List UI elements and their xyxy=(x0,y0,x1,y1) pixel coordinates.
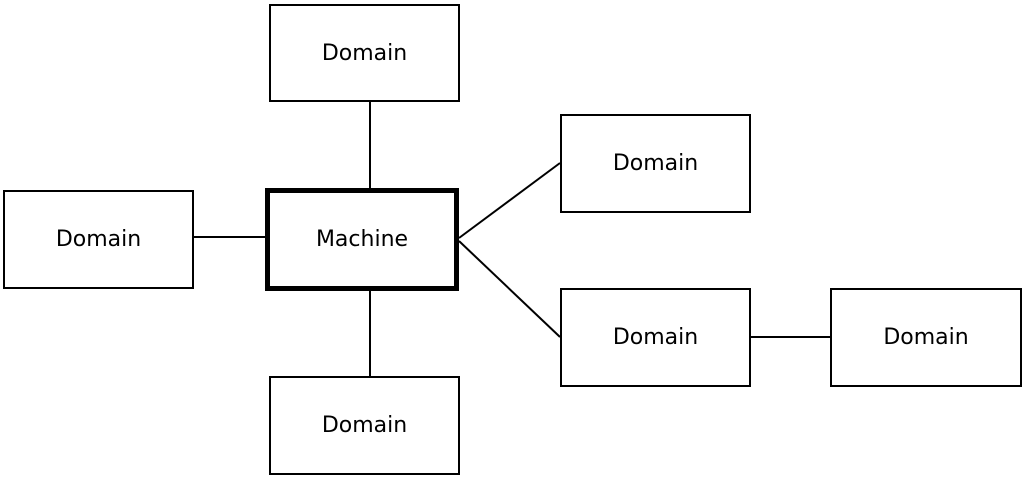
domain-node-right-upper[interactable]: Domain xyxy=(560,114,751,213)
machine-node[interactable]: Machine xyxy=(265,188,459,291)
edge-machine-right-upper-domain xyxy=(458,162,561,239)
domain-node-top[interactable]: Domain xyxy=(269,4,460,102)
domain-label: Domain xyxy=(612,151,699,176)
domain-label: Domain xyxy=(321,40,408,66)
domain-label: Domain xyxy=(321,413,408,438)
edge-machine-right-lower-domain xyxy=(458,240,561,338)
domain-label: Domain xyxy=(883,325,969,350)
domain-label: Domain xyxy=(612,325,699,350)
domain-node-left[interactable]: Domain xyxy=(3,190,194,289)
domain-label: Domain xyxy=(55,227,142,252)
machine-label: Machine xyxy=(315,227,409,252)
domain-node-far-right[interactable]: Domain xyxy=(830,288,1022,387)
domain-node-bottom[interactable]: Domain xyxy=(269,376,460,475)
domain-node-right-lower[interactable]: Domain xyxy=(560,288,751,387)
